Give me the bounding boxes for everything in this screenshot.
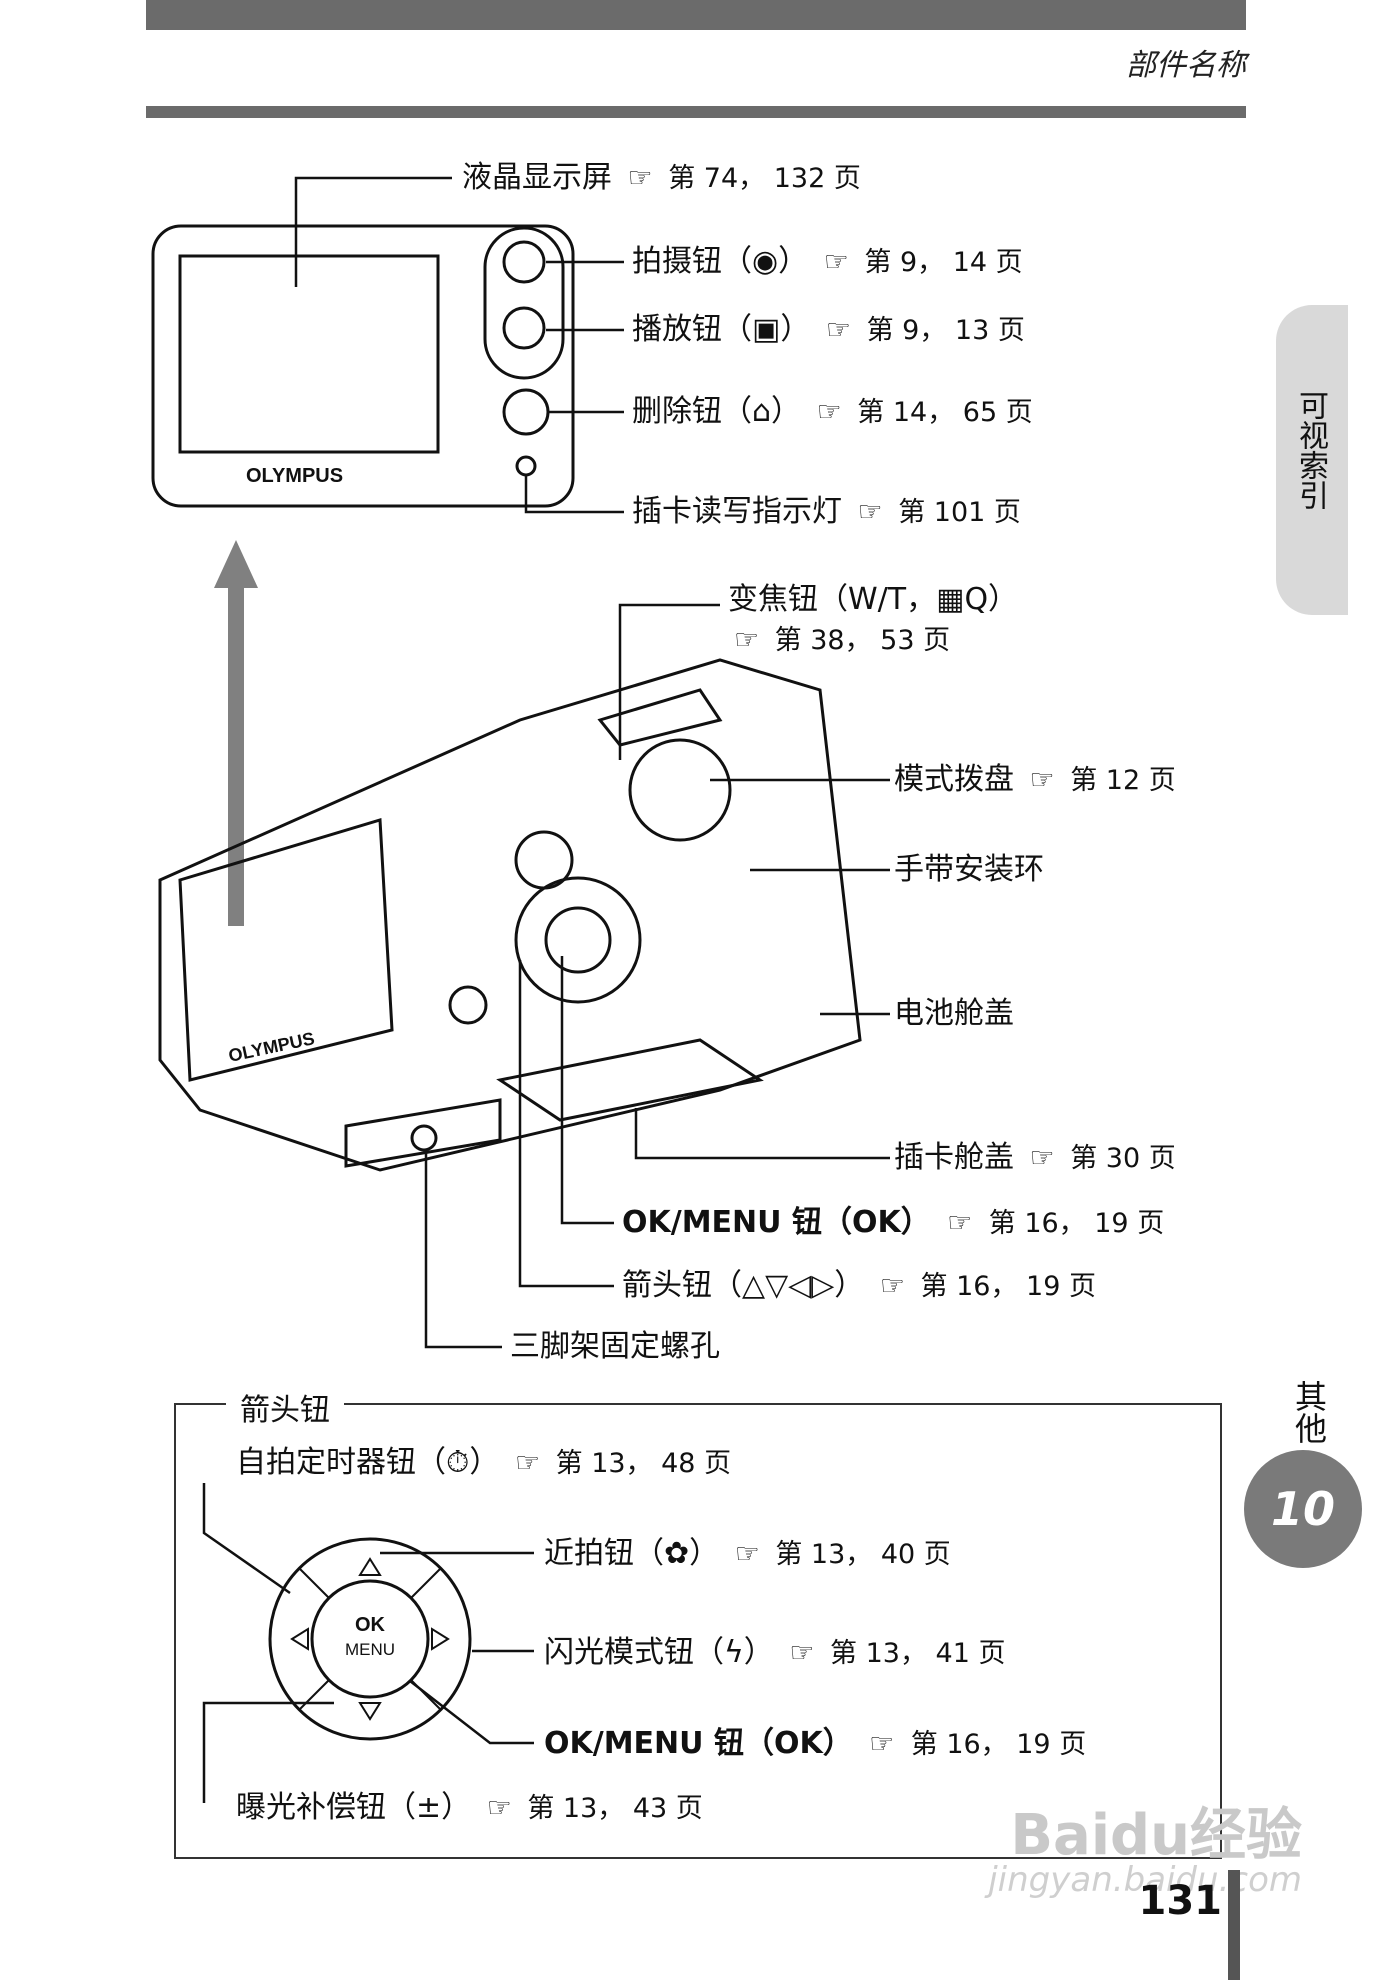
callout-shoot: 拍摄钮（◉） ☞ 第 9， 14 页 <box>632 244 1023 281</box>
hand-pointer-icon: ☞ <box>1029 763 1055 796</box>
page-number: 131 <box>1138 1878 1223 1924</box>
callout-lcd-ref: 第 74， 132 页 <box>668 163 861 194</box>
box-item-selftimer-text: 自拍定时器钮（⏱） <box>236 1445 500 1480</box>
hand-pointer-icon: ☞ <box>869 1727 895 1760</box>
pad-ok-label: OK <box>355 1614 386 1636</box>
box-item-okmenu-text: OK/MENU 钮（OK） <box>544 1726 853 1761</box>
box-item-flash: 闪光模式钮（ϟ） ☞ 第 13， 41 页 <box>544 1635 1005 1672</box>
side-tab[interactable] <box>1276 305 1348 615</box>
callout-okmenu-ref: 第 16， 19 页 <box>988 1208 1165 1239</box>
callout-mode-dial: 模式拨盘 ☞ 第 12 页 <box>894 762 1176 799</box>
callout-arrow-ref: 第 16， 19 页 <box>920 1271 1096 1302</box>
callout-card-lamp: 插卡读写指示灯 ☞ 第 101 页 <box>632 494 1021 531</box>
callout-lcd: 液晶显示屏 ☞ 第 74， 132 页 <box>462 160 861 197</box>
chapter-number: 10 <box>1244 1450 1362 1568</box>
box-item-flash-text: 闪光模式钮（ϟ） <box>544 1635 774 1670</box>
callout-card-cover: 插卡舱盖 ☞ 第 30 页 <box>894 1140 1176 1177</box>
callout-okmenu-text: OK/MENU 钮（OK） <box>622 1205 931 1240</box>
callout-mode-dial-ref: 第 12 页 <box>1070 765 1176 796</box>
ok-menu-center <box>310 1579 430 1699</box>
box-item-selftimer: 自拍定时器钮（⏱） ☞ 第 13， 48 页 <box>236 1445 731 1482</box>
box-leader-lines <box>202 1483 534 1803</box>
up-arrow-icon <box>358 1557 382 1576</box>
hand-pointer-icon: ☞ <box>823 245 849 278</box>
chapter-label: 其他 <box>1290 1380 1328 1444</box>
callout-zoom: 变焦钮（W/T，▦Q） <box>728 582 1018 618</box>
camera-rear-view <box>151 224 575 508</box>
callout-strap-text: 手带安装环 <box>894 852 1044 887</box>
pad-menu-label: MENU <box>345 1640 395 1659</box>
header-bar-bottom <box>146 106 1246 118</box>
hand-pointer-icon: ☞ <box>734 623 760 656</box>
callout-battery-text: 电池舱盖 <box>894 996 1014 1031</box>
callout-zoom-text: 变焦钮（W/T，▦Q） <box>728 582 1019 617</box>
camera-perspective-view <box>158 658 862 1172</box>
arrow-pad-diagram: OK MENU <box>202 1483 534 1803</box>
hand-pointer-icon: ☞ <box>879 1269 905 1302</box>
hand-pointer-icon: ☞ <box>734 1537 760 1570</box>
callout-tripod: 三脚架固定螺孔 <box>510 1329 720 1365</box>
box-item-macro-ref: 第 13， 40 页 <box>775 1539 951 1570</box>
hand-pointer-icon: ☞ <box>825 313 852 346</box>
hand-pointer-icon: ☞ <box>486 1791 512 1824</box>
brand-logo-top: OLYMPUS <box>246 465 343 487</box>
watermark-url: jingyan.baidu.com <box>988 1860 1302 1900</box>
box-item-selftimer-ref: 第 13， 48 页 <box>555 1448 732 1479</box>
callout-zoom-ref-line: ☞ 第 38， 53 页 <box>728 622 950 659</box>
right-arrow-icon <box>431 1627 450 1651</box>
callout-shoot-ref: 第 9， 14 页 <box>864 247 1023 278</box>
hand-pointer-icon: ☞ <box>789 1636 815 1669</box>
watermark-logo: Baidu经验 <box>1010 1803 1302 1868</box>
callout-play-text: 播放钮（▣） <box>632 312 811 347</box>
callout-shoot-text: 拍摄钮（◉） <box>632 244 809 279</box>
box-item-okmenu: OK/MENU 钮（OK） ☞ 第 16， 19 页 <box>544 1726 1086 1763</box>
header-bar-top <box>146 0 1246 30</box>
arrow-button-box <box>174 1403 1222 1859</box>
box-item-macro: 近拍钮（✿） ☞ 第 13， 40 页 <box>544 1536 951 1573</box>
hand-pointer-icon: ☞ <box>1029 1141 1055 1174</box>
callout-arrow-text: 箭头钮（△▽◁▷） <box>622 1268 865 1303</box>
callout-delete: 删除钮（⌂） ☞ 第 14， 65 页 <box>632 394 1033 431</box>
box-item-exposure-text: 曝光补偿钮（±） <box>236 1790 472 1825</box>
page-edge-bar <box>1228 1870 1240 1980</box>
callout-play: 播放钮（▣） ☞ 第 9， 13 页 <box>632 312 1025 349</box>
hand-pointer-icon: ☞ <box>857 495 883 528</box>
down-arrow-icon <box>358 1702 382 1721</box>
leader-lines <box>294 176 890 1349</box>
callout-battery: 电池舱盖 <box>894 996 1014 1032</box>
side-tab-label: 可视索引 <box>1293 390 1328 510</box>
callout-arrow: 箭头钮（△▽◁▷） ☞ 第 16， 19 页 <box>622 1268 1096 1305</box>
callout-delete-ref: 第 14， 65 页 <box>857 397 1033 428</box>
box-item-exposure-ref: 第 13， 43 页 <box>527 1793 703 1824</box>
callout-delete-text: 删除钮（⌂） <box>632 394 802 429</box>
box-item-macro-text: 近拍钮（✿） <box>544 1536 720 1571</box>
callout-card-lamp-ref: 第 101 页 <box>898 497 1021 528</box>
header-title: 部件名称 <box>1126 48 1246 83</box>
box-item-flash-ref: 第 13， 41 页 <box>830 1638 1006 1669</box>
callout-card-cover-ref: 第 30 页 <box>1070 1143 1176 1174</box>
callout-card-lamp-text: 插卡读写指示灯 <box>632 494 842 529</box>
hand-pointer-icon: ☞ <box>514 1446 541 1479</box>
camera-illustration: OLYMPUS OLYMPUS <box>151 176 890 1349</box>
callout-lcd-text: 液晶显示屏 <box>462 160 612 195</box>
hand-pointer-icon: ☞ <box>627 161 653 194</box>
callout-mode-dial-text: 模式拨盘 <box>894 762 1014 797</box>
box-item-exposure: 曝光补偿钮（±） ☞ 第 13， 43 页 <box>236 1790 703 1827</box>
up-arrow <box>214 540 258 926</box>
left-arrow-icon <box>290 1627 309 1651</box>
hand-pointer-icon: ☞ <box>947 1206 973 1239</box>
box-item-okmenu-ref: 第 16， 19 页 <box>910 1729 1087 1760</box>
callout-zoom-ref: 第 38， 53 页 <box>774 625 951 656</box>
arrow-box-title: 箭头钮 <box>226 1385 344 1429</box>
callout-okmenu: OK/MENU 钮（OK） ☞ 第 16， 19 页 <box>622 1205 1164 1242</box>
callout-strap: 手带安装环 <box>894 852 1044 888</box>
hand-pointer-icon: ☞ <box>816 395 842 428</box>
callout-tripod-text: 三脚架固定螺孔 <box>510 1329 720 1364</box>
callout-play-ref: 第 9， 13 页 <box>866 315 1025 346</box>
callout-card-cover-text: 插卡舱盖 <box>894 1140 1014 1175</box>
